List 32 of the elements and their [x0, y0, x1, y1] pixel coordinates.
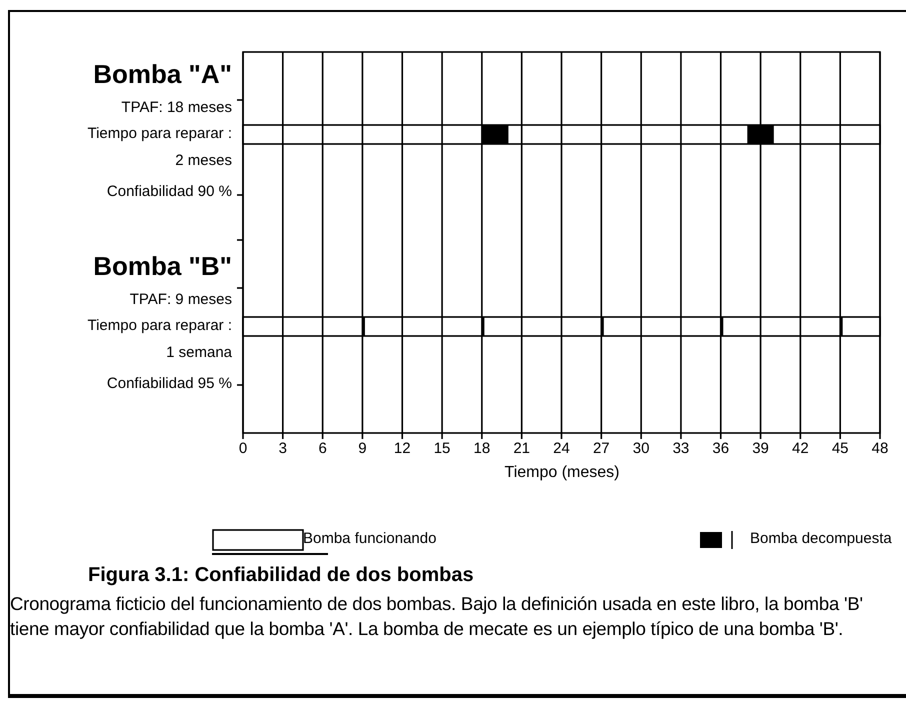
legend-label: Bomba funcionando	[303, 530, 436, 547]
tick-label: 0	[238, 441, 248, 456]
tick-label: 30	[632, 441, 650, 456]
pump-spec: Confiabilidad 90 %	[106, 184, 232, 200]
figure-caption: Cronograma ficticio del funcionamiento de dos bombas. Bajo la definición usada en este libro, la bomba 'B' tiene mayor confiabilidad que la bomba 'A'. La bomba de mecate es un ejemplo típico de una bomba 'B'.	[10, 592, 864, 641]
pump-spec: Tiempo para reparar :	[87, 126, 232, 142]
pump-spec: TPAF: 9 meses	[130, 292, 232, 308]
tick-label: 33	[672, 441, 690, 456]
tick-label: 42	[792, 441, 809, 456]
tick-label: 24	[553, 441, 570, 456]
tick-label: 12	[394, 441, 411, 456]
tick-label: 21	[513, 441, 530, 456]
tick-label: 9	[358, 441, 367, 456]
tick-label: 3	[278, 441, 287, 456]
pump-spec: TPAF: 18 meses	[121, 100, 232, 116]
pump-spec: 1 semana	[166, 345, 232, 362]
pump-spec: Confiabilidad 95 %	[106, 376, 232, 392]
pump-heading: Bomba "A"	[93, 60, 232, 89]
tick-label: 36	[712, 441, 730, 456]
tick-label: 27	[592, 441, 610, 456]
tick-label: 6	[318, 441, 327, 456]
pump-heading: Bomba "B"	[93, 252, 232, 281]
tick-label: 45	[832, 441, 849, 456]
tick-label: 39	[752, 441, 769, 456]
legend-label: Bomba decompuesta	[750, 530, 892, 547]
figure-title: Figura 3.1: Confiabilidad de dos bombas	[88, 564, 474, 587]
axis-title: Tiempo (meses)	[504, 464, 620, 482]
tick-label: 15	[434, 441, 450, 456]
tick-label: 48	[872, 441, 888, 456]
pump-spec: 2 meses	[175, 153, 232, 170]
pump-spec: Tiempo para reparar :	[87, 318, 232, 334]
tick-label: 18	[474, 441, 490, 456]
